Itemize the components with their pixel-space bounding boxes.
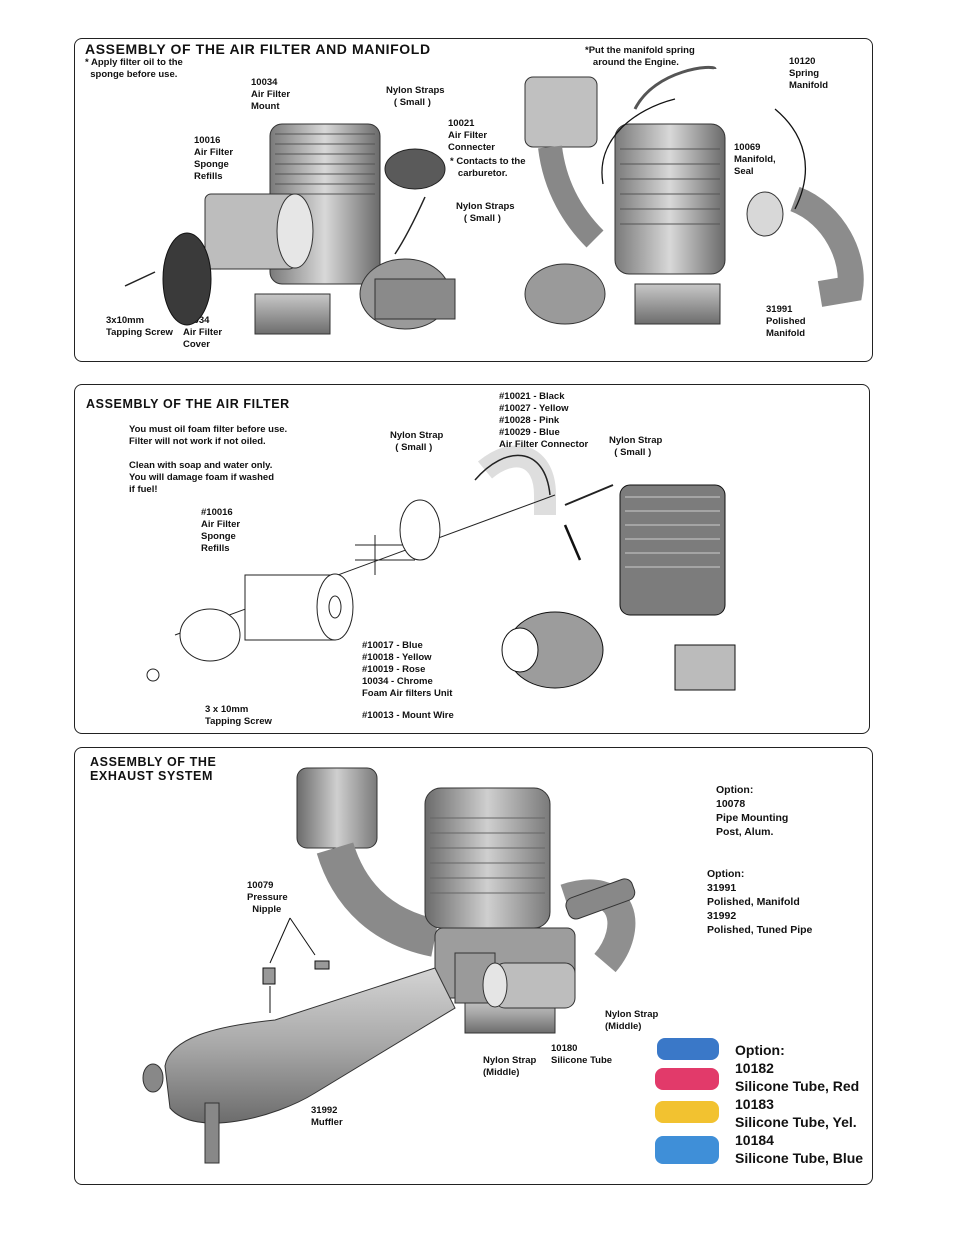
section-title: ASSEMBLY OF THE AIR FILTER AND MANIFOLD	[85, 41, 431, 57]
tapping-screw	[124, 271, 156, 287]
label-10021: 10021 Air Filter Connecter	[448, 118, 495, 153]
label-nylon-straps: Nylon Straps ( Small )	[386, 85, 445, 108]
air-filter-diagram	[146, 445, 736, 691]
label-10079: 10079 Pressure Nipple	[247, 880, 288, 915]
label-nylon-strap: Nylon Strap ( Small )	[390, 430, 444, 453]
pressure-nipple	[262, 917, 330, 1013]
oil-note: You must oil foam filter before use. Fil…	[129, 424, 288, 447]
silicone-tube-swatches	[655, 1038, 719, 1164]
label-31992-muffler: 31992 Muffler	[311, 1105, 343, 1128]
label-contacts-note: * Contacts to the carburetor.	[450, 156, 526, 179]
exhaust-diagram	[142, 767, 719, 1164]
label-screw: 3 x 10mm Tapping Screw	[205, 704, 272, 727]
label-10078: Option: 10078 Pipe Mounting Post, Alum.	[716, 784, 789, 838]
filter-cover	[179, 608, 241, 662]
label-pipes: Option: 31991 Polished, Manifold 31992 P…	[707, 868, 813, 936]
tube-swatch-blue	[657, 1038, 719, 1060]
label-spring-note: *Put the manifold spring around the Engi…	[585, 45, 695, 68]
tube-swatch-yellow	[655, 1101, 719, 1123]
silicone-tube	[482, 962, 576, 1009]
tube-swatch-blue-2	[655, 1136, 719, 1164]
label-nylon-strap: Nylon Strap ( Small )	[609, 435, 663, 458]
oil-note: * Apply filter oil to the sponge before …	[85, 57, 183, 80]
clean-note: Clean with soap and water only. You will…	[129, 460, 274, 495]
label-screw: 3x10mm Tapping Screw	[106, 315, 173, 338]
section-air-filter: ASSEMBLY OF THE AIR FILTER You must oil …	[74, 384, 870, 734]
label-mount-wire: #10013 - Mount Wire	[362, 710, 454, 721]
section-exhaust-system: ASSEMBLY OF THE EXHAUST SYSTEM Option: 1…	[74, 747, 873, 1185]
muffler	[142, 952, 496, 1164]
tube-swatch-red	[655, 1068, 719, 1090]
label-31991: 31991 Polished Manifold	[766, 304, 806, 339]
label-10016: #10016 Air Filter Sponge Refills	[201, 507, 241, 554]
engine-diagram-1	[124, 65, 864, 335]
air-filter-cover	[162, 232, 212, 326]
label-10069: 10069 Manifold, Seal	[734, 142, 776, 177]
label-nylon-straps: Nylon Straps ( Small )	[456, 201, 515, 224]
spring-manifold	[633, 65, 717, 110]
option-silicone-tubes: Option: 10182 Silicone Tube, Red 10183 S…	[735, 1042, 864, 1166]
label-nylon-strap-middle: Nylon Strap (Middle)	[483, 1055, 537, 1078]
engine-body	[501, 484, 736, 691]
label-filter-units: #10017 - Blue #10018 - Yellow #10019 - R…	[362, 640, 453, 699]
sponge-end	[276, 193, 314, 269]
section-title: ASSEMBLY OF THE EXHAUST SYSTEM	[90, 755, 217, 783]
engine-right	[524, 76, 864, 325]
air-filter-connector	[474, 454, 551, 496]
label-10180: 10180 Silicone Tube	[551, 1043, 613, 1066]
label-10034-mount: 10034 Air Filter Mount	[251, 77, 291, 112]
section-title: ASSEMBLY OF THE AIR FILTER	[86, 397, 290, 411]
label-connector-colors: #10021 - Black #10027 - Yellow #10028 - …	[499, 391, 589, 450]
label-10016: 10016 Air Filter Sponge Refills	[194, 135, 234, 182]
section-air-filter-manifold: ASSEMBLY OF THE AIR FILTER AND MANIFOLD …	[74, 38, 873, 362]
air-filter-connector	[384, 148, 446, 190]
label-10120: 10120 Spring Manifold	[789, 56, 829, 91]
air-filter-top	[296, 767, 440, 957]
tapping-screw	[146, 668, 160, 682]
label-nylon-strap-middle: Nylon Strap (Middle)	[605, 1009, 659, 1032]
